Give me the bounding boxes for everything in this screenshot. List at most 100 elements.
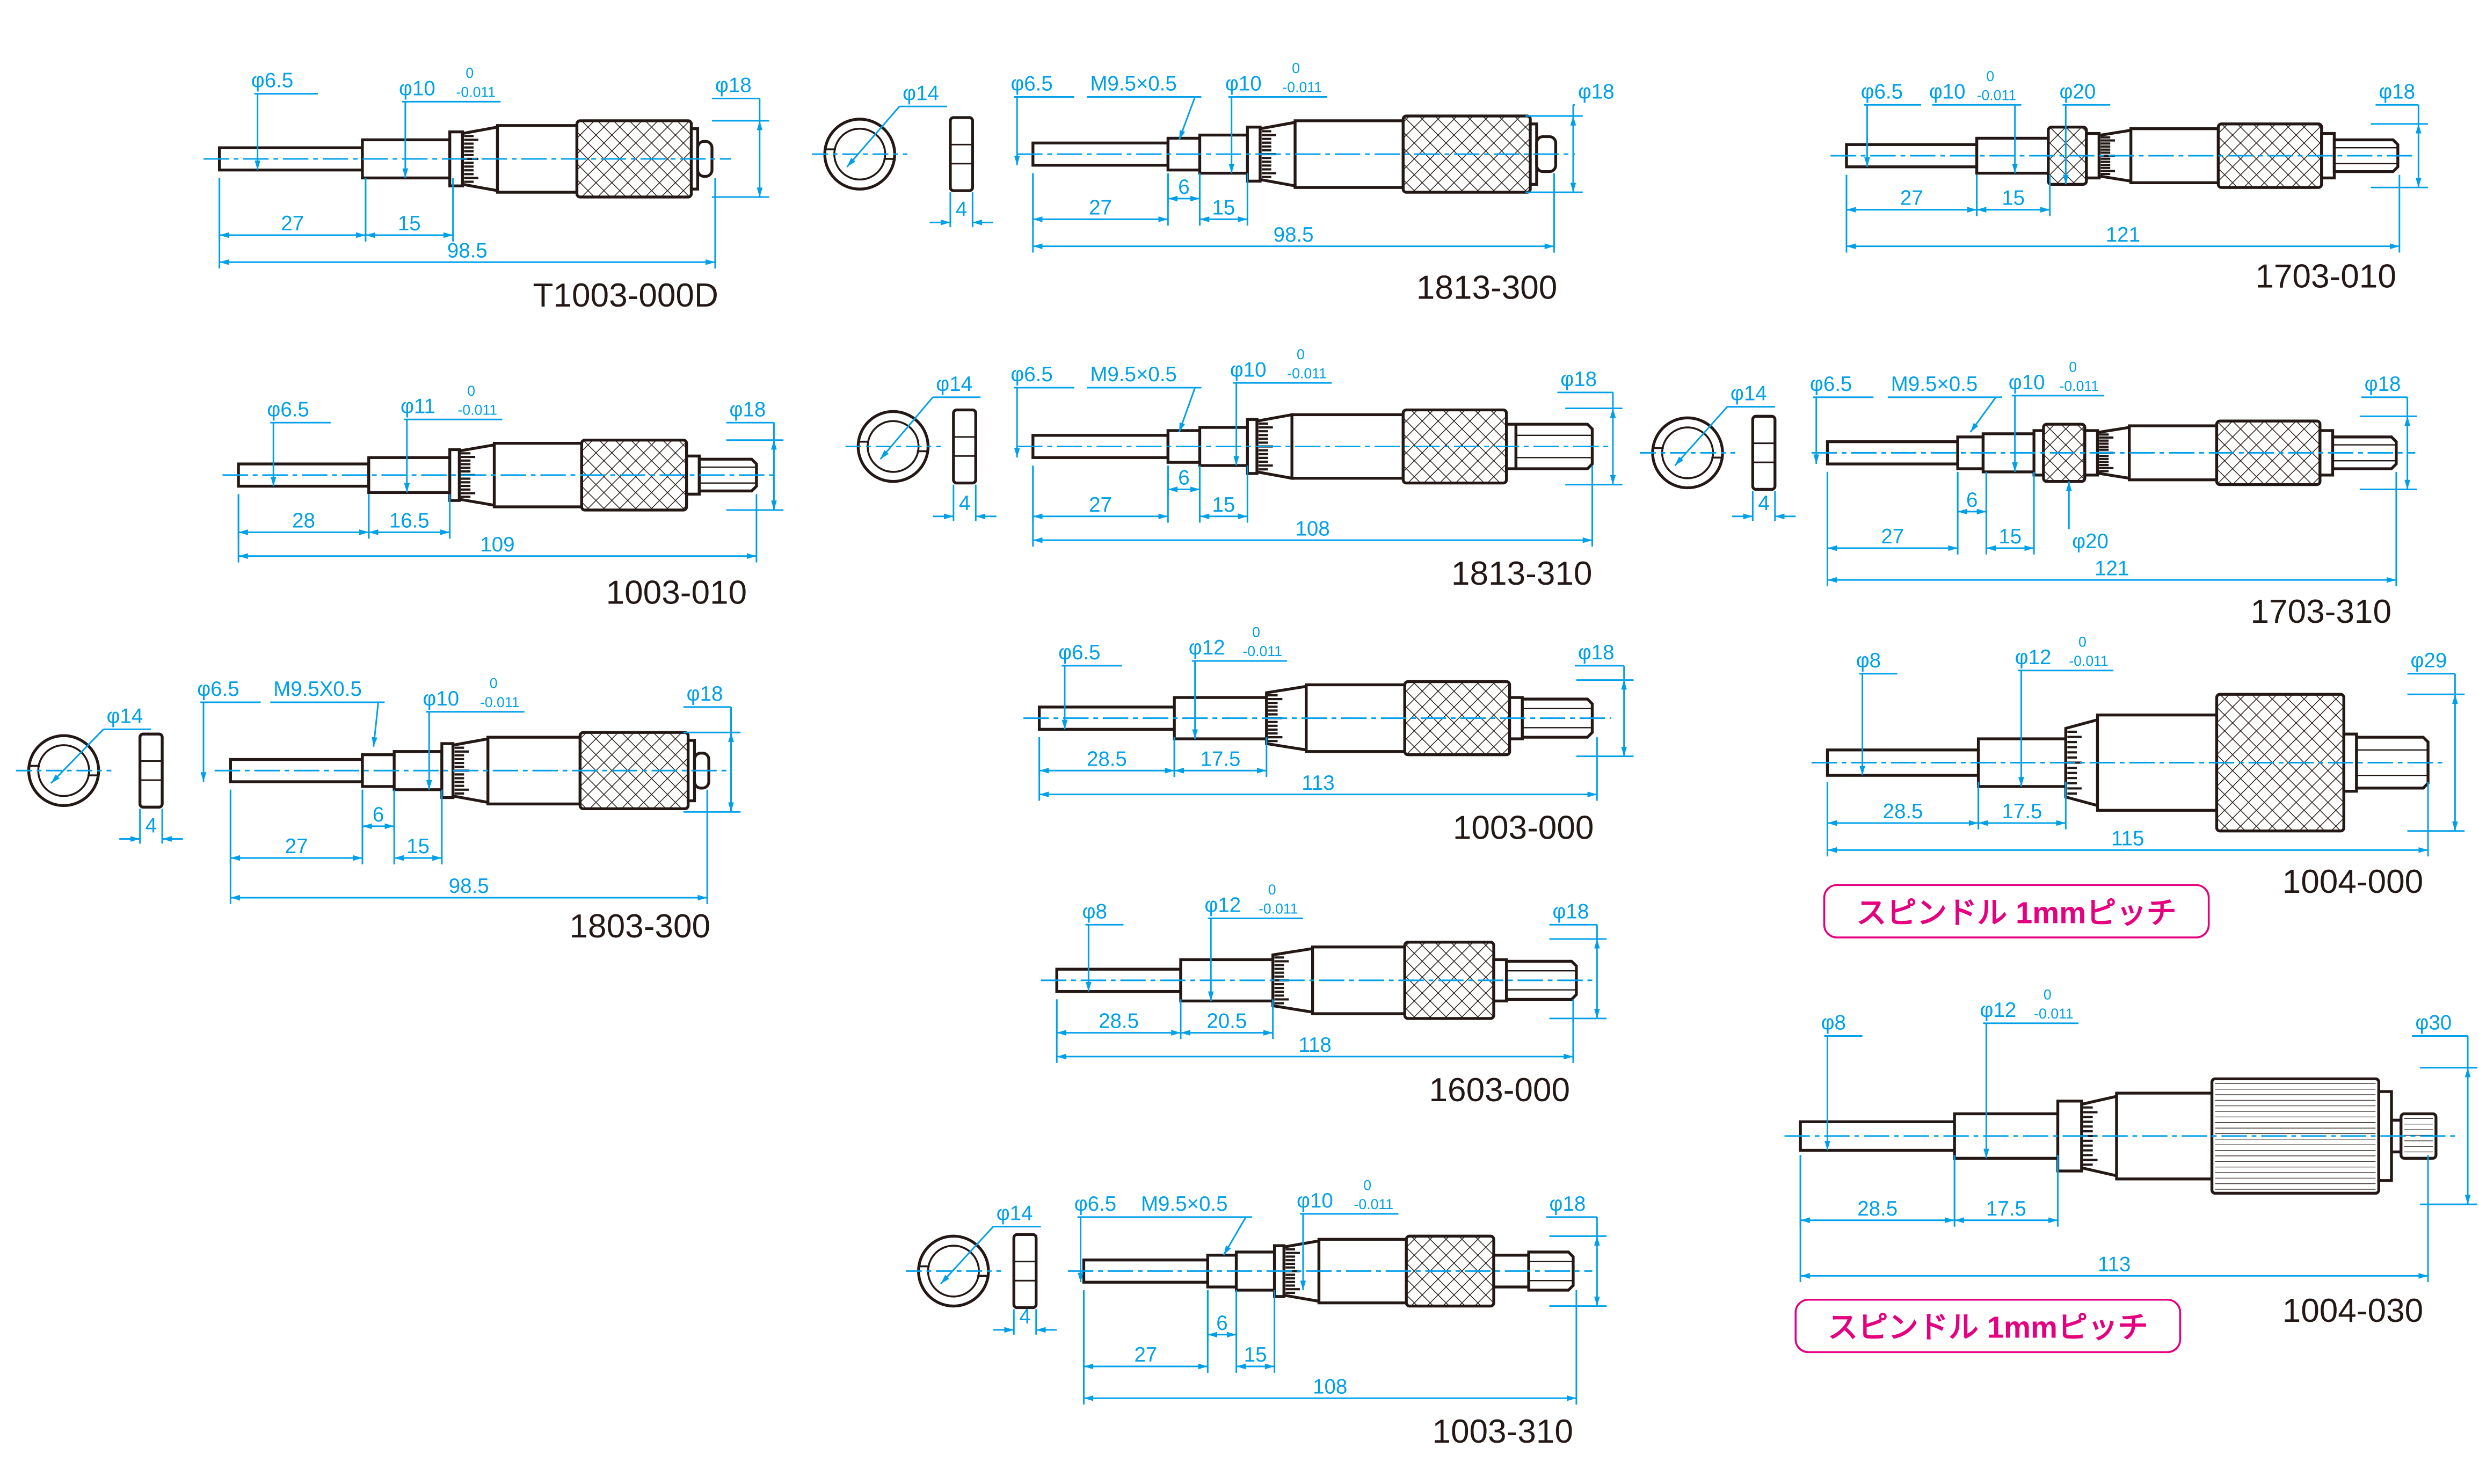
nut-width-label: 4 xyxy=(146,814,157,838)
len-total-label: 98.5 xyxy=(447,239,488,262)
d-spindle-label: φ8 xyxy=(1821,1012,1846,1035)
len-sleeve-label: 17.5 xyxy=(1201,747,1241,770)
nut-diameter-label: φ14 xyxy=(107,704,143,728)
model-number: 1813-300 xyxy=(1416,269,1558,306)
d-sleeve-label: φ10 xyxy=(1929,80,1966,103)
nut-width-label: 4 xyxy=(959,492,970,515)
len-spindle-label: 28.5 xyxy=(1099,1010,1139,1033)
d-spindle-label: φ6.5 xyxy=(1074,1192,1116,1216)
tolerance-lower: -0.011 xyxy=(2069,653,2109,669)
tolerance-lower: -0.011 xyxy=(458,402,498,418)
len-sleeve-label: 16.5 xyxy=(389,509,430,532)
nut-diameter-label: φ14 xyxy=(936,373,972,396)
len-spindle-label: 28.5 xyxy=(1883,800,1923,823)
max-diameter-label: φ18 xyxy=(2379,80,2415,103)
d-sleeve-label: φ12 xyxy=(1204,894,1241,917)
d-spindle-label: φ6.5 xyxy=(267,398,309,421)
d-sleeve-label: φ10 xyxy=(423,687,459,710)
tolerance-lower: -0.011 xyxy=(1977,87,2017,103)
micrometer-body xyxy=(1082,1234,1575,1308)
tolerance-lower: -0.011 xyxy=(1354,1196,1394,1212)
len-spindle-label: 28.5 xyxy=(1087,747,1127,770)
ring-nut-side xyxy=(138,732,164,809)
len-spindle-label: 27 xyxy=(281,212,304,235)
model-number: 1004-030 xyxy=(2282,1292,2424,1329)
len-sleeve-label: 17.5 xyxy=(1986,1197,2026,1220)
tolerance-lower: -0.011 xyxy=(480,694,520,710)
len-spindle-label: 27 xyxy=(1900,187,1923,210)
tolerance-lower: -0.011 xyxy=(456,84,496,100)
ring-nut-side xyxy=(1751,414,1777,491)
len-spindle-label: 27 xyxy=(1089,493,1112,517)
d-sleeve-label: φ11 xyxy=(401,395,435,418)
len-sleeve-label: 15 xyxy=(2002,187,2025,210)
len-sleeve-label: 15 xyxy=(1998,525,2022,548)
d-spindle-label: φ6.5 xyxy=(1010,363,1052,386)
len-sleeve-label: 20.5 xyxy=(1206,1010,1247,1033)
nut-diameter-label: φ14 xyxy=(997,1202,1033,1225)
d-spindle-label: φ6.5 xyxy=(197,678,239,701)
max-diameter-label: φ18 xyxy=(715,74,752,97)
leader-line xyxy=(879,396,934,460)
model-number: 1003-310 xyxy=(1432,1413,1573,1450)
model-number: 1003-000 xyxy=(1453,810,1594,847)
tolerance-upper: 0 xyxy=(2069,359,2077,375)
d-ring-label: φ20 xyxy=(2060,80,2096,103)
model-number: 1003-010 xyxy=(606,574,747,612)
ring-nut-side xyxy=(952,408,977,485)
tolerance-upper: 0 xyxy=(1268,882,1276,898)
thread-leader xyxy=(372,702,380,747)
len-thread-label: 6 xyxy=(1216,1312,1227,1335)
tolerance-upper: 0 xyxy=(1986,68,1994,84)
len-sleeve-label: 15 xyxy=(1212,197,1235,220)
len-spindle-label: 27 xyxy=(1135,1343,1158,1366)
model-number: 1004-000 xyxy=(2282,863,2424,900)
d-spindle-label: φ6.5 xyxy=(1058,641,1100,664)
tolerance-lower: -0.011 xyxy=(2034,1006,2074,1022)
len-sleeve-label: 17.5 xyxy=(2002,800,2042,823)
model-number: T1003-000D xyxy=(533,277,718,314)
tolerance-upper: 0 xyxy=(490,675,498,691)
len-total-label: 115 xyxy=(2111,827,2144,850)
len-spindle-label: 27 xyxy=(285,835,308,858)
len-total-label: 121 xyxy=(2095,557,2129,580)
len-spindle-label: 27 xyxy=(1881,525,1904,548)
nut-width-label: 4 xyxy=(956,198,967,221)
len-thread-label: 6 xyxy=(373,803,384,826)
max-diameter-label: φ18 xyxy=(2365,373,2401,396)
cylinder-section xyxy=(2096,714,2219,812)
d-sleeve-label: φ10 xyxy=(1297,1189,1333,1212)
len-spindle-label: 27 xyxy=(1089,197,1112,220)
d-sleeve-label: φ10 xyxy=(1225,72,1262,96)
d-sleeve-label: φ10 xyxy=(399,77,435,100)
len-thread-label: 6 xyxy=(1178,176,1189,199)
len-sleeve-label: 15 xyxy=(398,212,421,235)
d-spindle-label: φ6.5 xyxy=(1010,72,1052,96)
max-diameter-label: φ18 xyxy=(1550,1192,1586,1216)
max-diameter-label: φ29 xyxy=(2411,649,2447,672)
len-total-label: 118 xyxy=(1298,1034,1331,1057)
spindle-pitch-badge xyxy=(1794,1298,2182,1354)
len-sleeve-label: 15 xyxy=(1244,1343,1267,1366)
tolerance-lower: -0.011 xyxy=(1259,901,1298,917)
thread-spec-label: M9.5X0.5 xyxy=(273,678,362,701)
tolerance-upper: 0 xyxy=(1363,1177,1371,1194)
thread-leader xyxy=(1223,1217,1247,1256)
tolerance-upper: 0 xyxy=(1297,346,1305,362)
leader-line xyxy=(50,729,104,784)
model-number: 1803-300 xyxy=(570,908,711,945)
d-sleeve-label: φ12 xyxy=(2015,646,2052,669)
model-number: 1703-010 xyxy=(2255,258,2396,295)
nut-diameter-label: φ14 xyxy=(1731,382,1767,405)
d-sleeve-label: φ10 xyxy=(1230,358,1267,381)
len-thread-label: 6 xyxy=(1966,489,1978,512)
len-total-label: 108 xyxy=(1313,1375,1347,1398)
max-diameter-label: φ30 xyxy=(2415,1012,2452,1035)
len-sleeve-label: 15 xyxy=(1212,493,1235,517)
model-number: 1603-000 xyxy=(1429,1072,1570,1109)
tolerance-upper: 0 xyxy=(466,65,474,81)
